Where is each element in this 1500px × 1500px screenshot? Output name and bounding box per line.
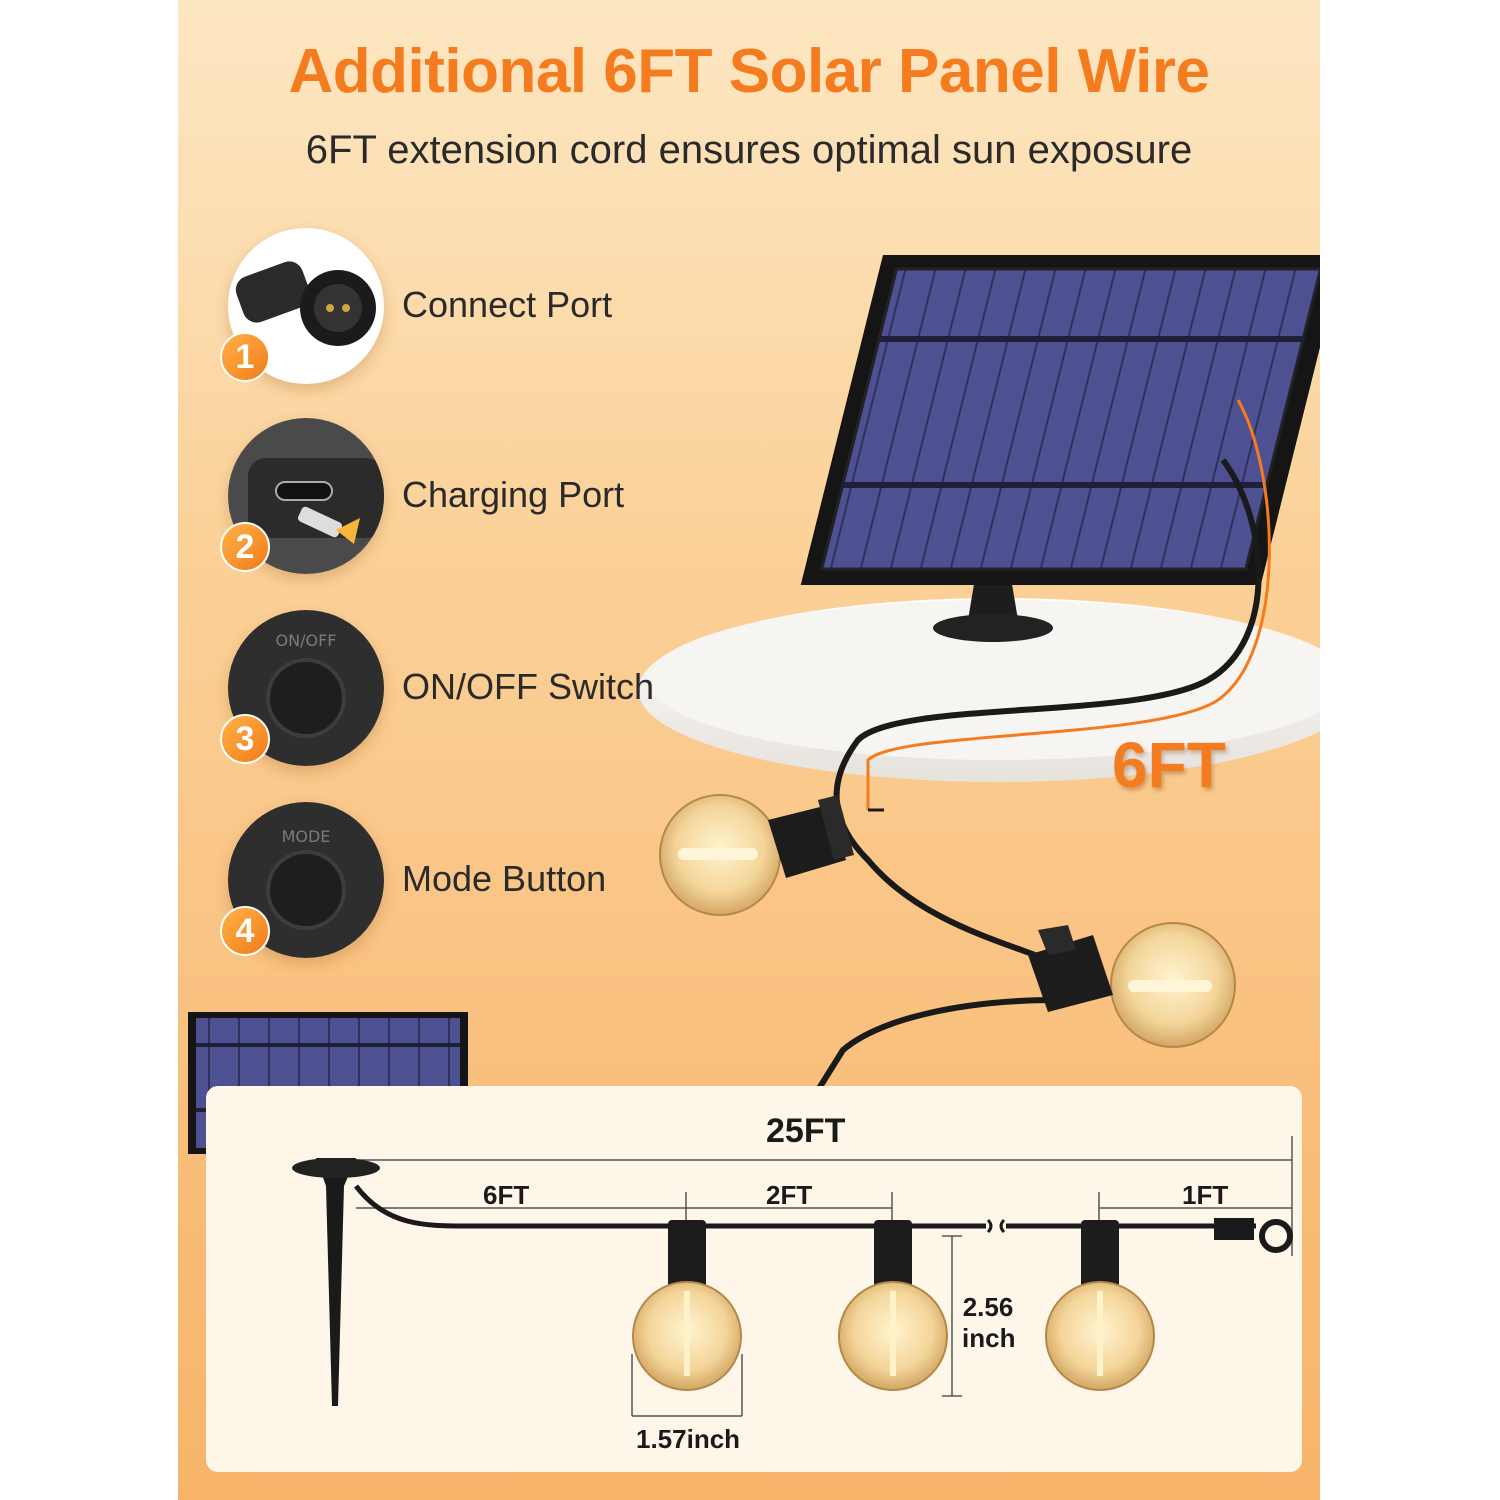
feature-label: Connect Port [402, 284, 613, 325]
bulb-height-value: 2.56 [962, 1292, 1014, 1322]
bulb-height-unit: inch [962, 1323, 1016, 1353]
string-light-bulb-1 [659, 794, 854, 916]
feature-number-badge: 2 [220, 522, 270, 572]
solar-panel [800, 255, 1320, 585]
bulb-spacing-label: 2FT [766, 1180, 813, 1210]
ground-stake [316, 1158, 356, 1406]
feature-number-badge: 3 [220, 714, 270, 764]
wire-measure-line [866, 399, 1271, 810]
feature-number-badge: 1 [220, 332, 270, 382]
first-bulb-distance-label: 6FT [483, 1180, 530, 1210]
dimension-bulb-3 [1045, 1220, 1155, 1391]
feature-connect-port: 1 Connect Port [220, 228, 688, 398]
feature-charging-port: 2 Charging Port [220, 418, 688, 588]
solar-panel-scene [188, 255, 1320, 1154]
total-length-label: 25FT [766, 1112, 846, 1150]
string-light-bulb-2 [1028, 922, 1236, 1048]
feature-mode-button: MODE 4 Mode Button [220, 802, 688, 972]
feature-on-off-switch: ON/OFF 3 ON/OFF Switch [220, 610, 688, 780]
feature-label: Mode Button [402, 858, 607, 899]
end-length-label: 1FT [1182, 1180, 1229, 1210]
page-title: Additional 6FT Solar Panel Wire [288, 37, 1210, 106]
dimension-panel: 25FT 6FT 2FT 1FT 2.56 inch 1.57inch [206, 1086, 1302, 1472]
dimension-diagram [292, 1136, 1293, 1417]
switch-engraving: ON/OFF [276, 631, 337, 650]
product-infographic: Additional 6FT Solar Panel Wire 6FT exte… [178, 0, 1320, 1500]
dimension-bulb-2 [838, 1220, 948, 1391]
feature-label: ON/OFF Switch [402, 666, 655, 707]
bulb-width-label: 1.57inch [636, 1424, 741, 1454]
usb-c-port-icon [228, 418, 384, 574]
wire-length-callout: 6FT [1112, 729, 1226, 801]
mode-engraving: MODE [282, 827, 331, 846]
feature-number-badge: 4 [220, 906, 270, 956]
dimension-bulb-1 [632, 1220, 742, 1391]
feature-label: Charging Port [402, 474, 625, 515]
bulb-height-label: 2.56 inch [962, 1292, 1016, 1354]
page-subtitle: 6FT extension cord ensures optimal sun e… [305, 128, 1193, 172]
power-cable [833, 458, 1262, 963]
